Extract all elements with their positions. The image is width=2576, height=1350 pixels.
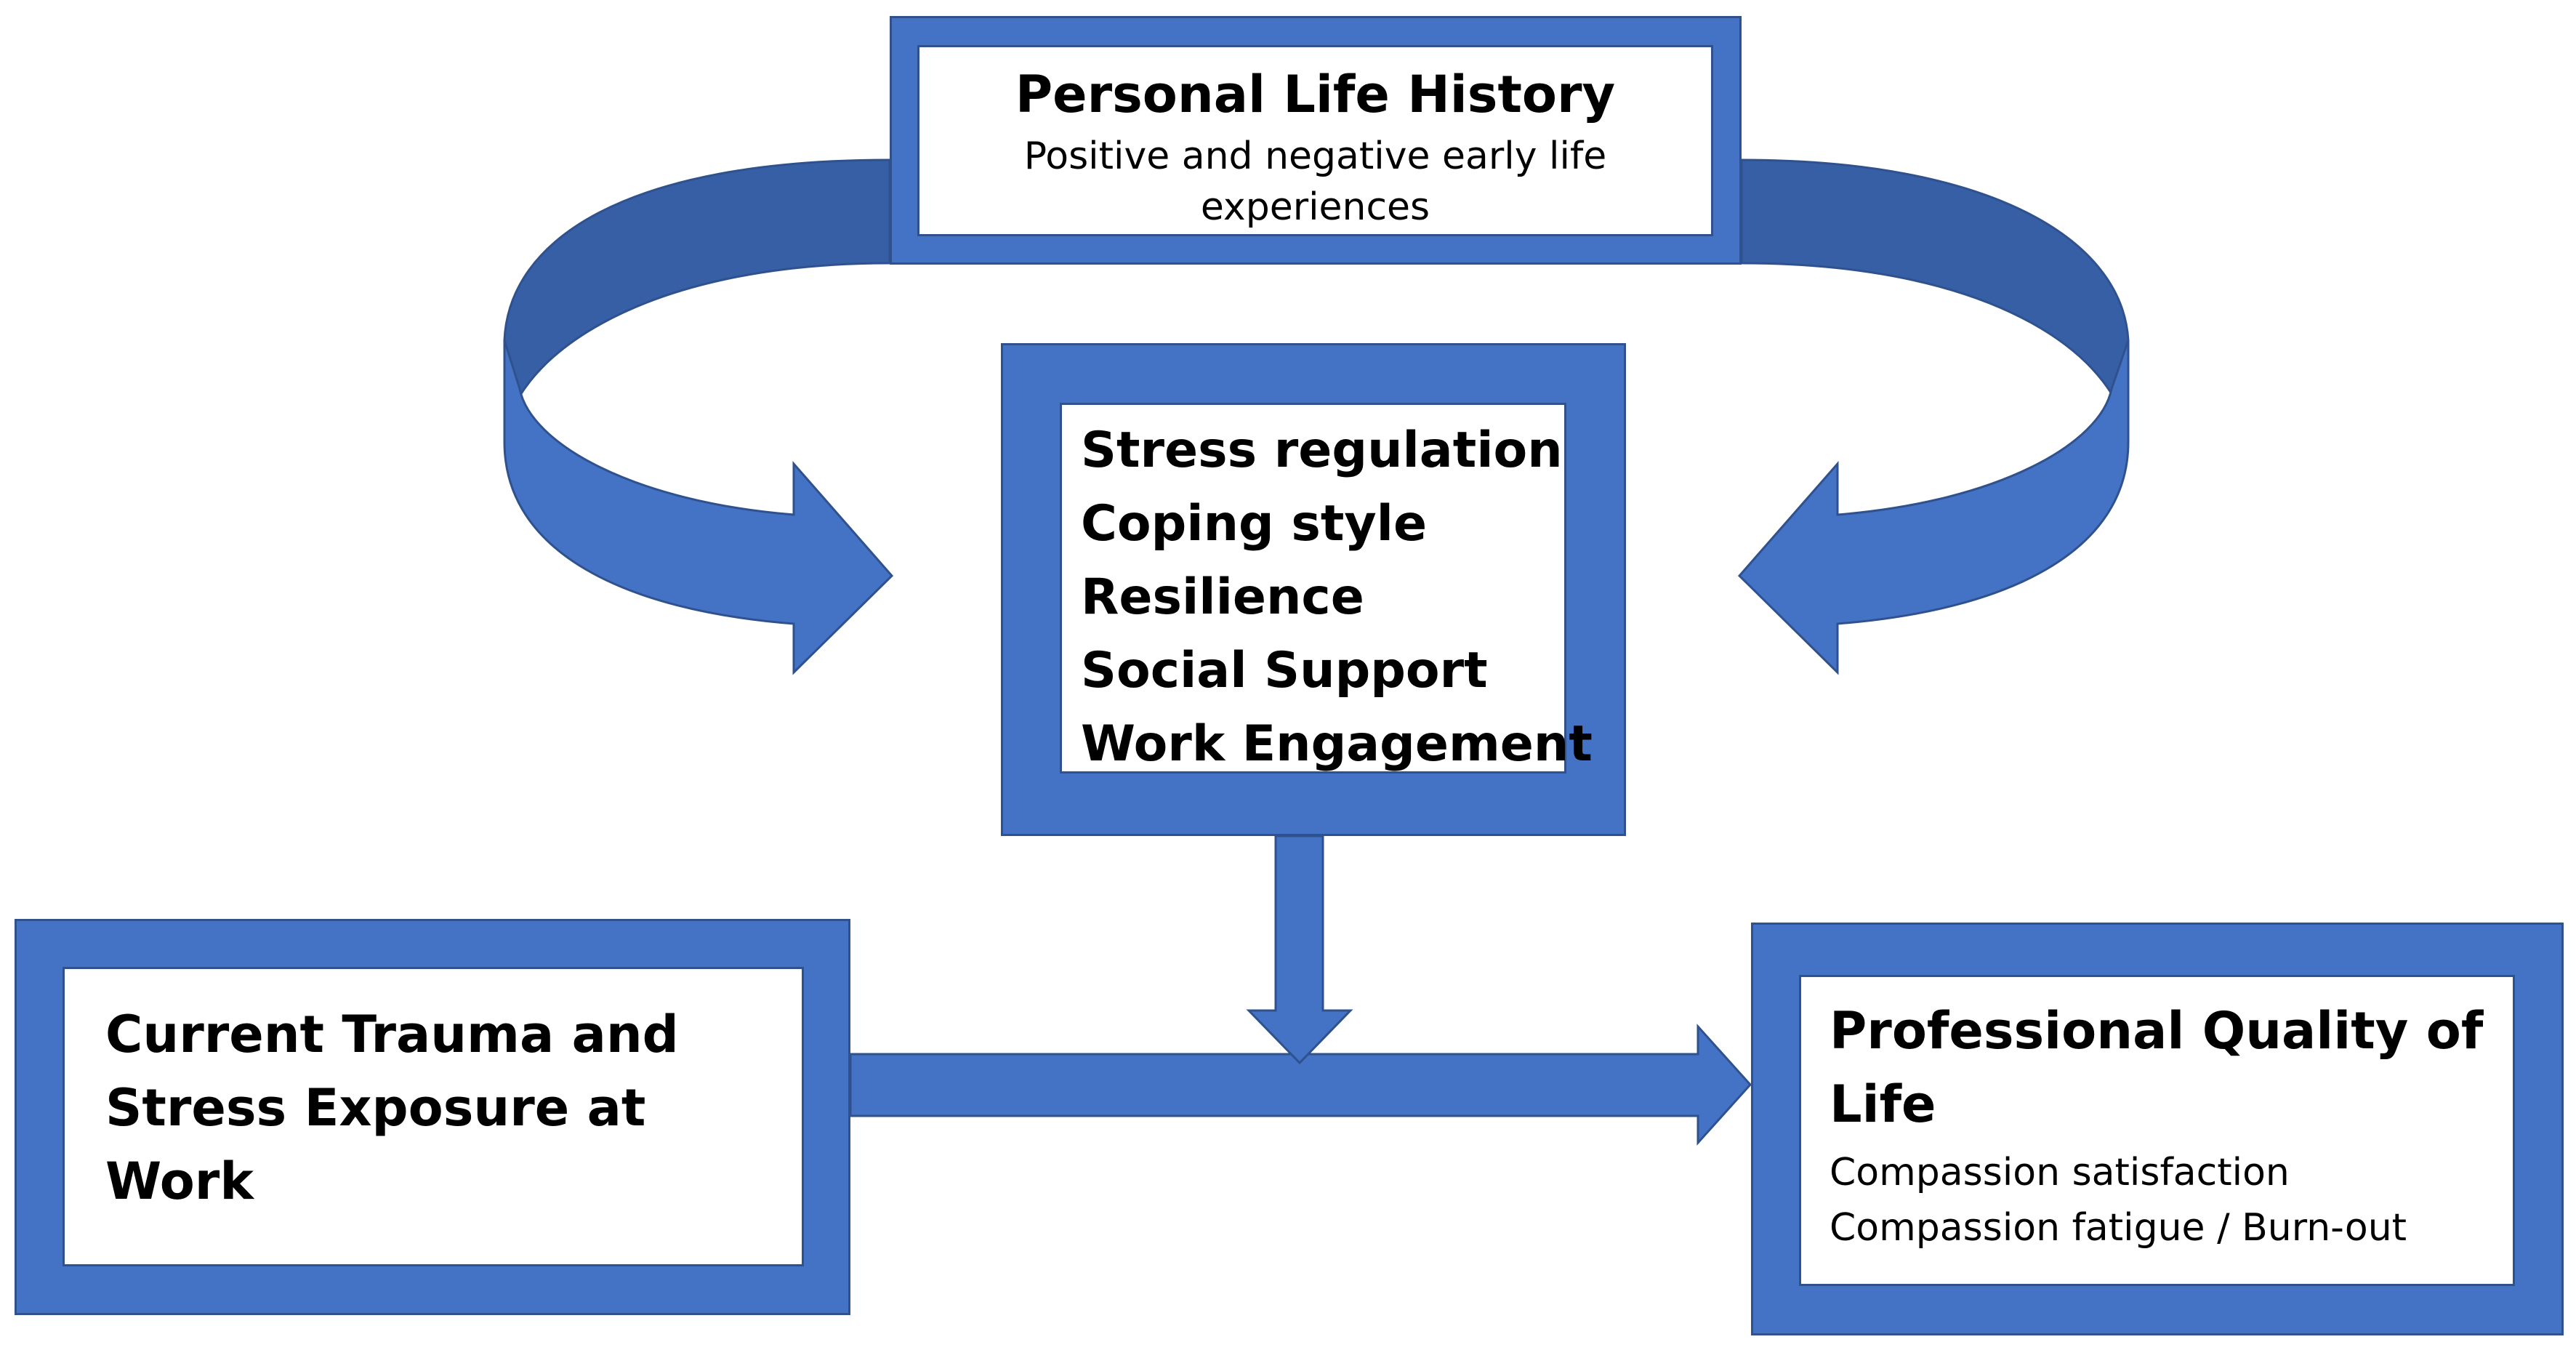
factor-item-social-support: Social Support (1081, 642, 1488, 699)
quality-item-compassion-fatigue: Compassion fatigue / Burn-out (1830, 1206, 2407, 1250)
curved-arrow-right-body (1737, 339, 2130, 675)
factor-item-work-engagement: Work Engagement (1081, 715, 1593, 773)
exposure-box: Current Trauma and Stress Exposure at Wo… (63, 967, 804, 1266)
factors-box: Stress regulation Coping style Resilienc… (1060, 403, 1593, 774)
factor-item-stress-regulation: Stress regulation (1081, 422, 1563, 479)
exposure-title: Current Trauma and Stress Exposure at Wo… (105, 1005, 679, 1211)
curved-arrow-right-top-band (1740, 158, 2130, 443)
quality-item-compassion-satisfaction: Compassion satisfaction (1830, 1151, 2290, 1194)
personal-history-title: Personal Life History (1015, 65, 1616, 124)
exposure-to-quality-arrow (849, 1024, 1752, 1146)
curved-arrow-left-top-band (503, 158, 891, 443)
personal-history-subtitle: Positive and negative early life experie… (1023, 134, 1607, 229)
factors-down-arrow (1246, 835, 1353, 1065)
curved-arrow-left-body (503, 339, 894, 675)
curved-arrow-right (1737, 158, 2130, 675)
personal-history-box: Personal Life History Positive and negat… (917, 45, 1713, 236)
factor-item-resilience: Resilience (1081, 568, 1364, 626)
factor-list: Stress regulation Coping style Resilienc… (1081, 414, 1593, 781)
curved-arrow-left (503, 158, 894, 675)
factor-item-coping-style: Coping style (1081, 495, 1428, 553)
quality-title: Professional Quality of Life (1830, 1001, 2484, 1134)
quality-box: Professional Quality of Life Compassion … (1799, 975, 2515, 1286)
